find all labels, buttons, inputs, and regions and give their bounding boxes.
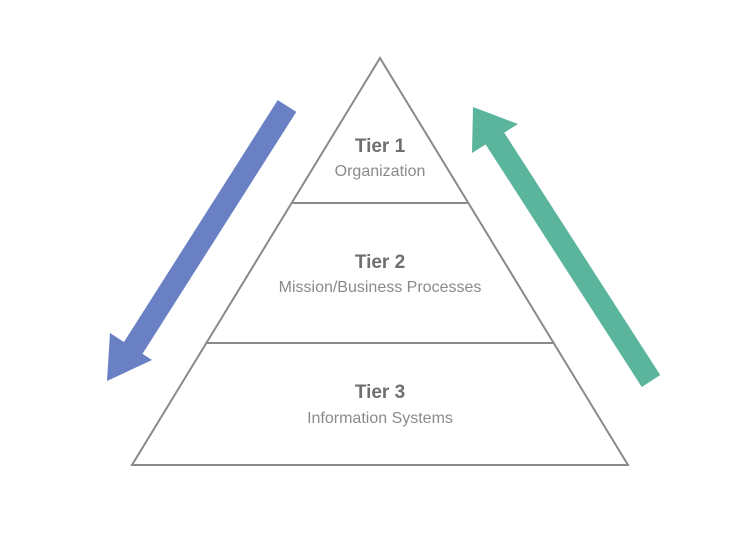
up-arrow-shaft <box>482 128 661 387</box>
tier-1-title: Tier 1 <box>355 136 406 157</box>
tier-3-subtitle: Information Systems <box>307 410 453 427</box>
pyramid-outline <box>130 56 630 466</box>
tier-2-title: Tier 2 <box>355 252 405 273</box>
tier-2: Tier 2 Mission/Business Processes <box>279 252 482 296</box>
up-arrow-head <box>472 107 518 153</box>
tier-1: Tier 1 Organization <box>335 136 426 180</box>
tier-3-title: Tier 3 <box>355 382 405 403</box>
up-arrow-icon <box>472 107 661 387</box>
tier-3: Tier 3 Information Systems <box>307 382 453 427</box>
tier-1-subtitle: Organization <box>335 163 426 180</box>
down-arrow-head <box>107 333 152 381</box>
tier-2-subtitle: Mission/Business Processes <box>279 279 482 296</box>
down-arrow-shaft <box>120 100 297 359</box>
down-arrow-icon <box>107 100 297 381</box>
